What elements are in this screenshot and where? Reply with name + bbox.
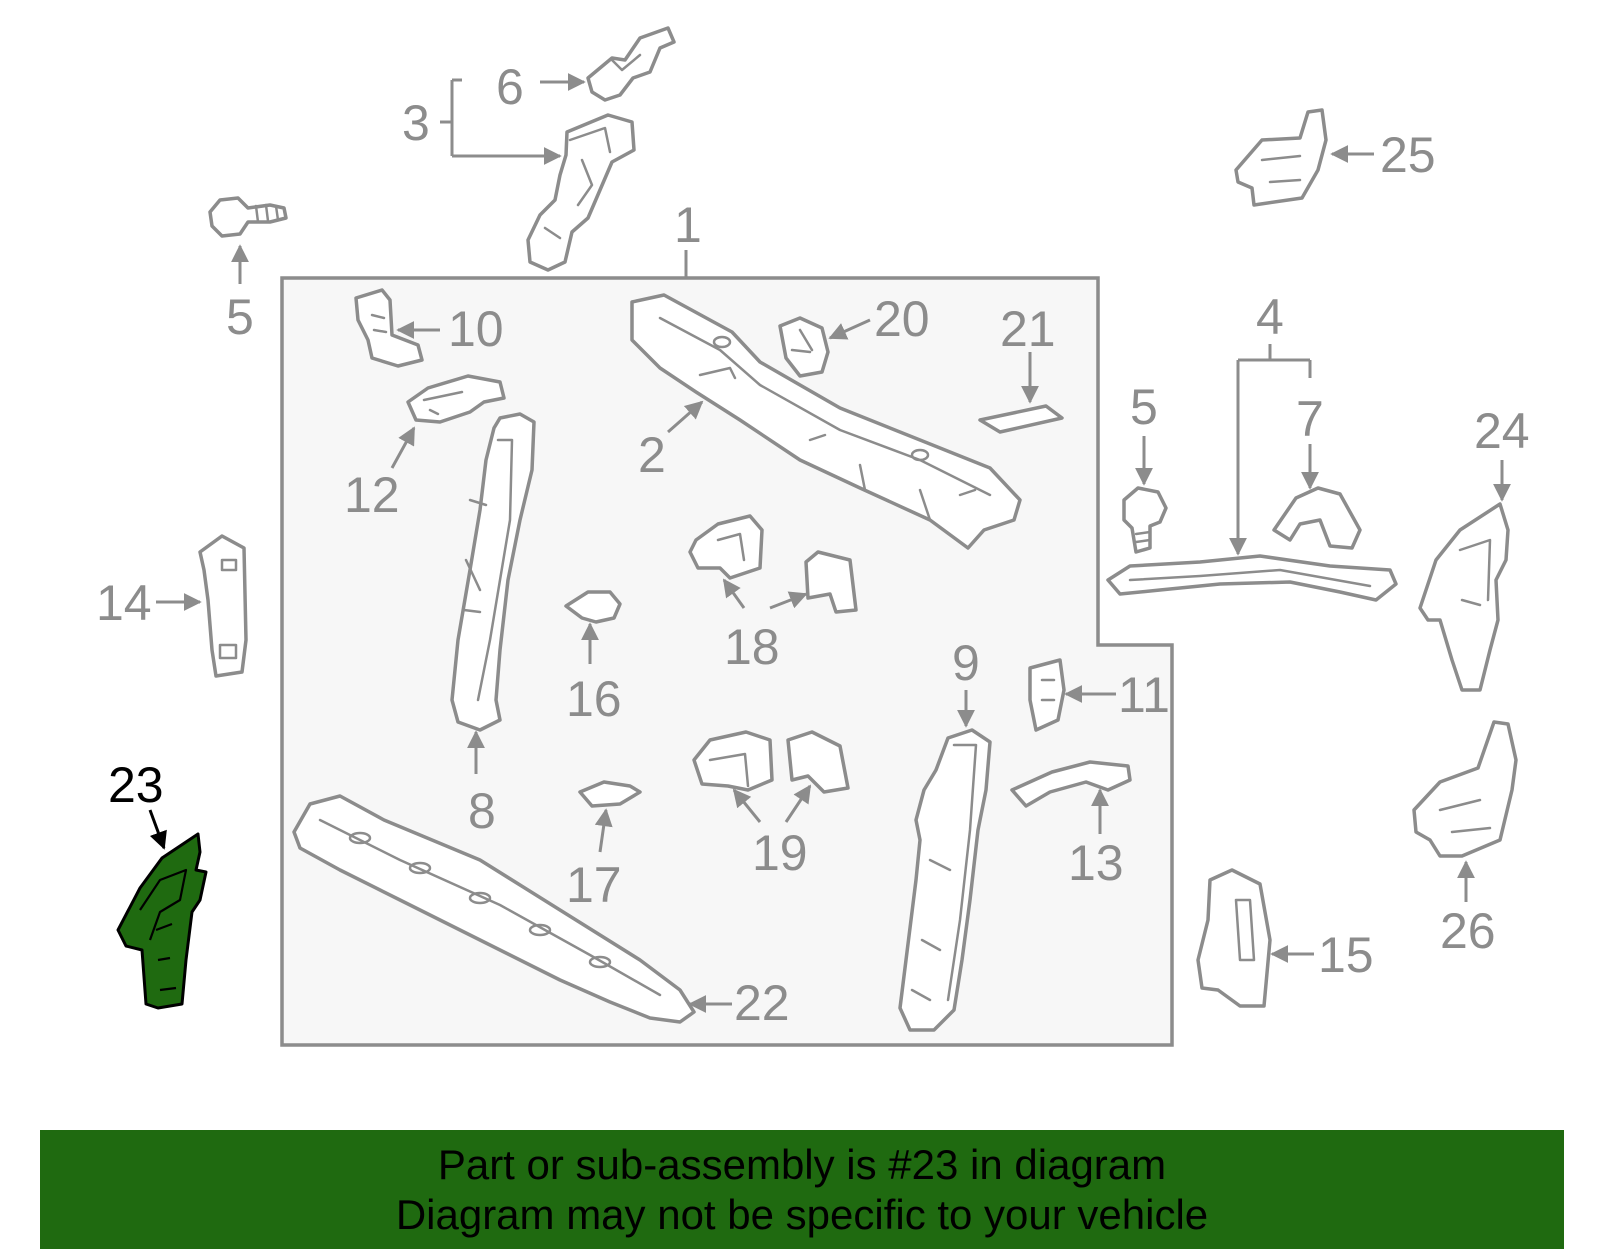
- part-5-bolt-right[interactable]: [1122, 486, 1168, 554]
- part-23-highlighted[interactable]: [116, 832, 208, 1010]
- part-17[interactable]: [578, 780, 642, 808]
- part-11[interactable]: [1028, 658, 1066, 732]
- part-2[interactable]: [630, 293, 1022, 550]
- part-24[interactable]: [1418, 502, 1510, 692]
- part-3[interactable]: [526, 113, 636, 272]
- callout-5-right: 5: [1130, 379, 1158, 435]
- part-4[interactable]: [1106, 554, 1398, 602]
- part-14[interactable]: [198, 534, 248, 678]
- banner-line-disclaimer: Diagram may not be specific to your vehi…: [395, 1190, 1209, 1238]
- callout-22: 22: [734, 975, 790, 1031]
- part-25[interactable]: [1234, 108, 1328, 207]
- callout-17: 17: [566, 857, 622, 913]
- part-13[interactable]: [1010, 760, 1132, 808]
- part-12[interactable]: [406, 374, 506, 424]
- callout-4: 4: [1256, 289, 1284, 345]
- callout-24: 24: [1474, 403, 1530, 459]
- callout-23: 23: [108, 757, 164, 813]
- callout-11: 11: [1118, 667, 1170, 723]
- callout-25: 25: [1380, 127, 1436, 183]
- callout-2: 2: [638, 427, 666, 483]
- callout-15: 15: [1318, 927, 1374, 983]
- part-21[interactable]: [978, 404, 1064, 434]
- part-22[interactable]: [292, 794, 696, 1024]
- callout-12: 12: [344, 467, 400, 523]
- banner-line-part: Part or sub-assembly is #23 in diagram: [437, 1140, 1167, 1188]
- part-18[interactable]: [688, 514, 858, 614]
- callout-labels: 1 2 3 4 5 5 6 7 8 9 10 11 12 13 14 15 16…: [96, 59, 1530, 1031]
- callout-5-left: 5: [226, 289, 254, 345]
- part-26[interactable]: [1412, 720, 1518, 858]
- callout-14: 14: [96, 575, 152, 631]
- callout-9: 9: [952, 635, 980, 691]
- callout-21: 21: [1000, 301, 1056, 357]
- part-5-bolt-left[interactable]: [208, 196, 288, 238]
- leaders: [148, 73, 1511, 1013]
- part-20[interactable]: [778, 316, 830, 378]
- callout-6: 6: [496, 59, 524, 115]
- callout-19: 19: [752, 825, 808, 881]
- callout-26: 26: [1440, 903, 1496, 959]
- callout-1: 1: [674, 197, 702, 253]
- callout-10: 10: [448, 301, 504, 357]
- callout-16: 16: [566, 671, 622, 727]
- part-16[interactable]: [564, 590, 622, 624]
- callout-8: 8: [468, 783, 496, 839]
- callout-3: 3: [402, 95, 430, 151]
- part-7[interactable]: [1272, 486, 1362, 550]
- callout-7: 7: [1296, 391, 1324, 447]
- part-15[interactable]: [1196, 868, 1272, 1008]
- callout-20: 20: [874, 291, 930, 347]
- part-10[interactable]: [354, 288, 424, 368]
- part-8[interactable]: [450, 412, 536, 732]
- callout-18: 18: [724, 619, 780, 675]
- part-6[interactable]: [586, 26, 676, 102]
- callout-13: 13: [1068, 835, 1124, 891]
- info-banner: Part or sub-assembly is #23 in diagram D…: [40, 1130, 1564, 1249]
- part-9[interactable]: [898, 728, 992, 1032]
- part-19[interactable]: [692, 730, 850, 794]
